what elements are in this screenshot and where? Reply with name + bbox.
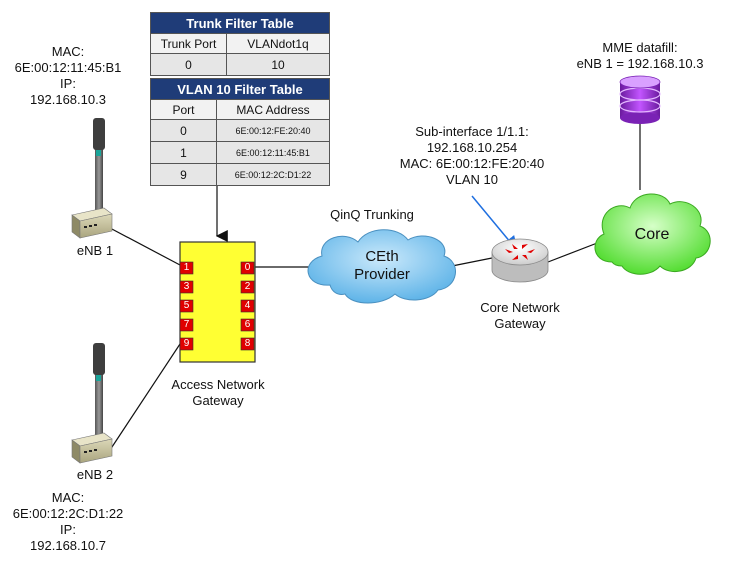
enb1-info-line: 6E:00:12:11:45:B1 [14, 60, 122, 75]
antenna-icon [93, 343, 105, 440]
core-gateway-label: Core Network Gateway [480, 300, 559, 332]
mme-datafill: MME datafill: eNB 1 = 192.168.10.3 [577, 40, 704, 72]
cloud-icon [594, 193, 711, 275]
vlan-table-header: Port [150, 99, 217, 120]
provider-cloud-label-line: Provider [354, 266, 410, 283]
enb1-info-line: MAC: [51, 44, 85, 59]
port-label: 3 [183, 281, 190, 292]
port-label: 1 [183, 262, 190, 273]
gateway-ports [179, 261, 255, 351]
base-station-icon [71, 432, 113, 464]
subif-line: Sub-interface 1/1.1: [415, 124, 529, 139]
enb1-info-line: 192.168.10.3 [30, 92, 106, 107]
subif-line: VLAN 10 [445, 172, 499, 187]
trunk-table-cell: 10 [226, 53, 330, 76]
subinterface-info: Sub-interface 1/1.1: 192.168.10.254 MAC:… [400, 124, 545, 188]
provider-cloud-label-line: CEth [365, 248, 399, 265]
enb2-info-line: IP: [60, 522, 76, 537]
port-label: 7 [183, 319, 190, 330]
vlan-table-cell: 0 [150, 119, 217, 142]
core-cloud-label: Core [634, 226, 670, 243]
enb1-label: eNB 1 [76, 243, 114, 258]
enb2-info-line: 192.168.10.7 [30, 538, 106, 553]
trunk-table-header: Trunk Port [150, 33, 227, 54]
port-label: 8 [244, 338, 251, 349]
router-icon [491, 238, 549, 283]
port-label: 5 [183, 300, 190, 311]
cloud-icon [307, 229, 456, 304]
port-label: 2 [244, 281, 251, 292]
vlan-table-cell: 9 [150, 163, 217, 186]
port-label: 9 [183, 338, 190, 349]
vlan-table-title: VLAN 10 Filter Table [150, 78, 330, 100]
access-gateway-label-line: Access Network [171, 377, 265, 392]
enb1-info-line: IP: [60, 76, 76, 91]
link-enb2-gateway [109, 343, 181, 451]
trunk-filter-table: Trunk Filter Table Trunk Port VLANdot1q … [150, 12, 330, 76]
vlan-table-header: MAC Address [216, 99, 330, 120]
enb1-info: MAC: 6E:00:12:11:45:B1 IP: 192.168.10.3 [15, 44, 122, 108]
enb2-info-line: MAC: [51, 490, 85, 505]
subif-line: MAC: 6E:00:12:FE:20:40 [399, 156, 545, 171]
provider-cloud-label: CEth Provider [354, 248, 410, 284]
trunk-table-header: VLANdot1q [226, 33, 330, 54]
trunk-table-title: Trunk Filter Table [150, 12, 330, 34]
vlan-table-cell: 6E:00:12:FE:20:40 [216, 119, 330, 142]
enb2-label: eNB 2 [76, 467, 114, 482]
database-icon [619, 75, 661, 124]
core-gateway-label-line: Gateway [494, 316, 546, 331]
subif-line: 192.168.10.254 [426, 140, 518, 155]
antenna-icon [93, 118, 105, 215]
mme-line: eNB 1 = 192.168.10.3 [576, 56, 704, 71]
port-label: 4 [244, 300, 251, 311]
link-provider-router [451, 257, 493, 267]
vlan-filter-table: VLAN 10 Filter Table Port MAC Address 0 … [150, 78, 330, 186]
access-gateway-label-line: Gateway [192, 393, 244, 408]
enb2-info-line: 6E:00:12:2C:D1:22 [12, 506, 124, 521]
link-enb1-gateway [109, 227, 181, 266]
mme-line: MME datafill: [602, 40, 678, 55]
base-station-icon [71, 207, 113, 239]
access-gateway-label: Access Network Gateway [171, 377, 264, 409]
vlan-table-cell: 1 [150, 141, 217, 164]
port-label: 6 [244, 319, 251, 330]
port-label: 0 [244, 262, 251, 273]
vlan-table-cell: 6E:00:12:11:45:B1 [216, 141, 330, 164]
qinq-label: QinQ Trunking [330, 207, 414, 222]
enb2-info: MAC: 6E:00:12:2C:D1:22 IP: 192.168.10.7 [13, 490, 124, 554]
vlan-table-cell: 6E:00:12:2C:D1:22 [216, 163, 330, 186]
trunk-table-cell: 0 [150, 53, 227, 76]
core-gateway-label-line: Core Network [480, 300, 560, 315]
